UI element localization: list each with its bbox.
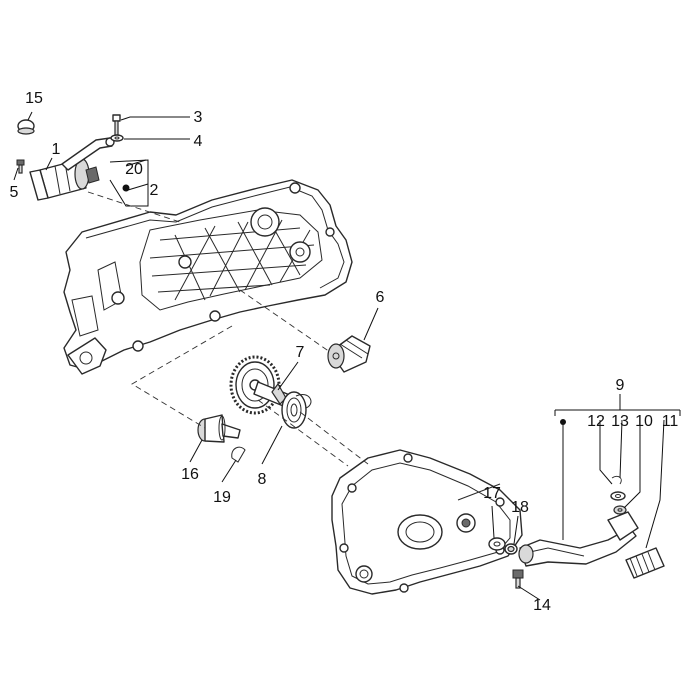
- callout-6: 6: [376, 289, 385, 306]
- plug-15: [17, 119, 35, 135]
- callout-19: 19: [213, 489, 231, 506]
- washer-17: [488, 537, 506, 551]
- callout-9: 9: [616, 377, 625, 394]
- callout-11: 11: [662, 413, 679, 430]
- callout-12: 12: [587, 413, 605, 430]
- callout-20: 20: [125, 161, 143, 178]
- starter-cable: [61, 137, 115, 171]
- callout-1: 1: [52, 141, 61, 158]
- clip: [231, 446, 246, 463]
- return-spring: [281, 391, 312, 429]
- alignment-dashes: [87, 191, 369, 467]
- washer-4: [110, 134, 124, 142]
- rubber-grip: [625, 547, 665, 579]
- callout-18: 18: [511, 499, 529, 516]
- callout-14: 14: [533, 597, 551, 614]
- crankcase: [63, 179, 353, 375]
- screw-14: [512, 569, 524, 589]
- bolt-3: [112, 114, 121, 136]
- starter-gear: [327, 335, 371, 373]
- callout-8: 8: [258, 471, 267, 488]
- leader-lines: [13, 111, 681, 601]
- callout-17: 17: [483, 485, 501, 502]
- callout-13: 13: [611, 413, 629, 430]
- driven-gear: [197, 414, 241, 443]
- washer-12: [610, 491, 626, 501]
- screw-5: [16, 159, 25, 174]
- callouts: 15 1 5 3 4 20 2 6 7 16 8 19 9 12 13 10 1…: [10, 90, 679, 614]
- kit-marker-2: [122, 184, 130, 192]
- callout-16: 16: [181, 466, 199, 483]
- oil-seal-18: [504, 543, 518, 555]
- callout-4: 4: [194, 133, 203, 150]
- callout-10: 10: [635, 413, 653, 430]
- kit-marker-9: [560, 419, 566, 425]
- washer-10: [613, 505, 627, 515]
- starter-motor: [29, 158, 100, 201]
- callout-7: 7: [296, 344, 305, 361]
- callout-15: 15: [25, 90, 43, 107]
- callout-3: 3: [194, 109, 203, 126]
- callout-2: 2: [150, 182, 159, 199]
- callout-5: 5: [10, 184, 19, 201]
- transmission-cover: [331, 449, 523, 595]
- kick-starter-lever: [518, 511, 639, 567]
